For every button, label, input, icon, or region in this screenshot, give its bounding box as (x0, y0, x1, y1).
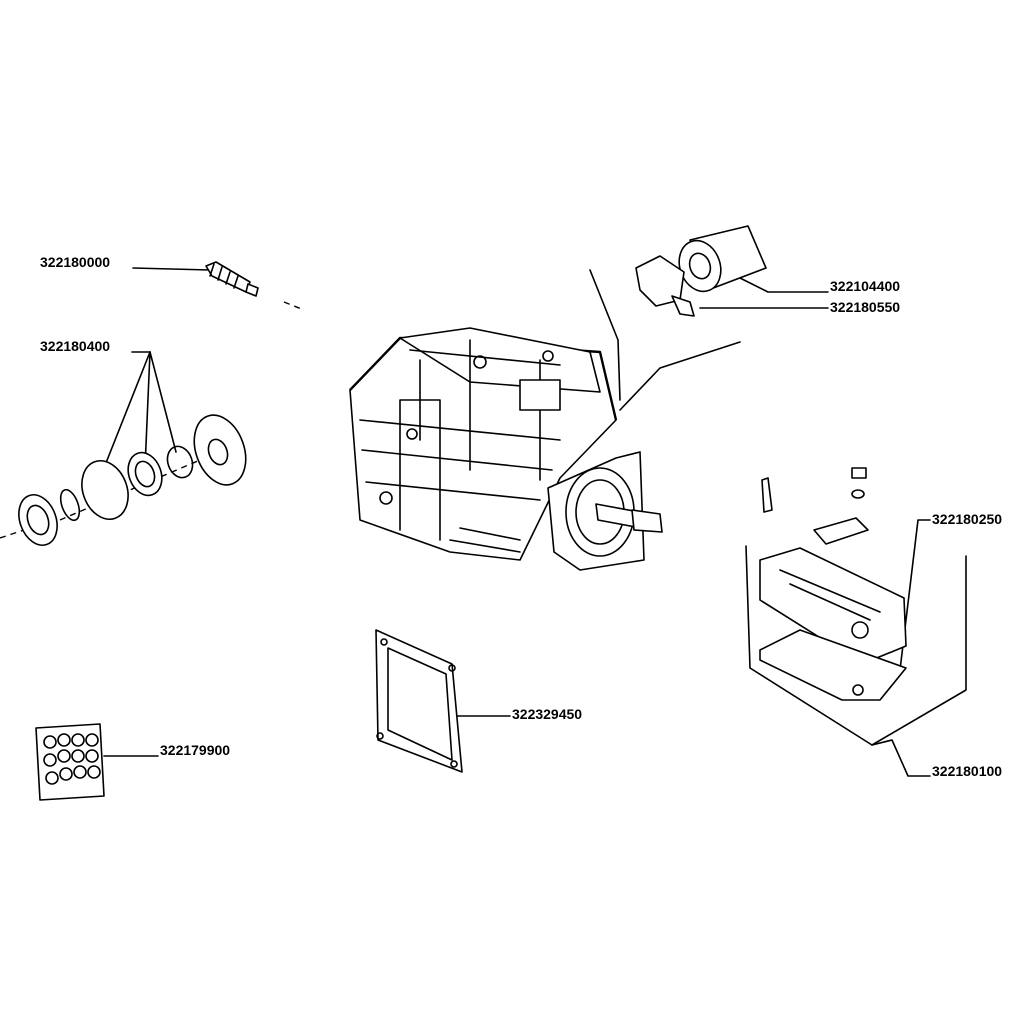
gasket-part (375, 629, 463, 773)
valve-cartridge-part (205, 261, 259, 297)
part-number-label: 322180400 (40, 338, 111, 354)
part-number-label: 322329450 (512, 706, 583, 722)
part-number-label: 322180250 (932, 511, 1003, 527)
control-valve-assembly (745, 467, 967, 746)
pump-body (349, 327, 663, 571)
part-number-label: 322180000 (40, 254, 111, 270)
shaft-seal-kit (18, 414, 247, 546)
leader-lines (99, 267, 931, 777)
part-number-label: 322180550 (830, 299, 901, 315)
part-number-label: 322179900 (160, 742, 231, 758)
o-ring-kit (35, 723, 105, 801)
filter-assembly (635, 225, 767, 317)
part-number-label: 322104400 (830, 278, 901, 294)
part-number-label: 322180100 (932, 763, 1003, 779)
